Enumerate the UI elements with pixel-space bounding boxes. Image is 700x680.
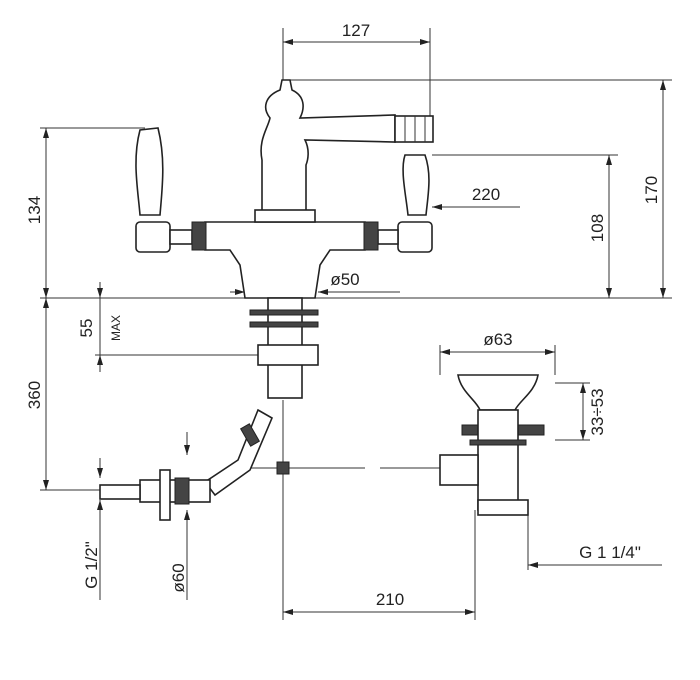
dim-base-diameter: ø50: [230, 270, 400, 295]
label-210: 210: [376, 590, 404, 609]
dim-handle-height: 134: [25, 127, 145, 298]
right-handle: [363, 154, 433, 253]
dim-inlet-flange: ø60: [169, 432, 190, 600]
label-o50: ø50: [330, 270, 359, 289]
faucet-body: [204, 79, 434, 299]
dim-waste-offset: 210: [282, 455, 476, 620]
dim-spout-reach: 127: [282, 21, 431, 125]
label-127: 127: [342, 21, 370, 40]
left-handle: [135, 127, 207, 253]
label-33-53: 33÷53: [588, 388, 607, 435]
tailpiece: [240, 297, 440, 480]
dim-waste-thread: G 1 1/4": [527, 510, 662, 570]
label-134: 134: [25, 196, 44, 224]
label-220: 220: [472, 185, 500, 204]
label-55: 55: [77, 319, 96, 338]
dim-below-deck: 360: [25, 298, 120, 491]
label-170: 170: [642, 176, 661, 204]
label-g-1-1-4: G 1 1/4": [579, 543, 641, 562]
pop-up-waste: [439, 374, 545, 516]
dim-waste-diameter: ø63: [439, 330, 556, 375]
label-o60: ø60: [169, 563, 188, 592]
label-360: 360: [25, 381, 44, 409]
label-g-half: G 1/2": [82, 541, 101, 589]
dim-projection: 220: [432, 185, 520, 210]
label-o63: ø63: [483, 330, 512, 349]
dim-inlet-thread: G 1/2": [82, 458, 103, 600]
dim-overall-height: 170: [290, 79, 672, 298]
dim-spout-height: 108: [432, 154, 618, 298]
inlet-hose: [99, 408, 274, 521]
dim-deck-thickness: 55 MAX: [77, 282, 262, 372]
label-108: 108: [588, 214, 607, 242]
dim-waste-range: 33÷53: [555, 382, 607, 441]
label-max: MAX: [109, 315, 123, 341]
spout-nozzle: [394, 115, 434, 143]
